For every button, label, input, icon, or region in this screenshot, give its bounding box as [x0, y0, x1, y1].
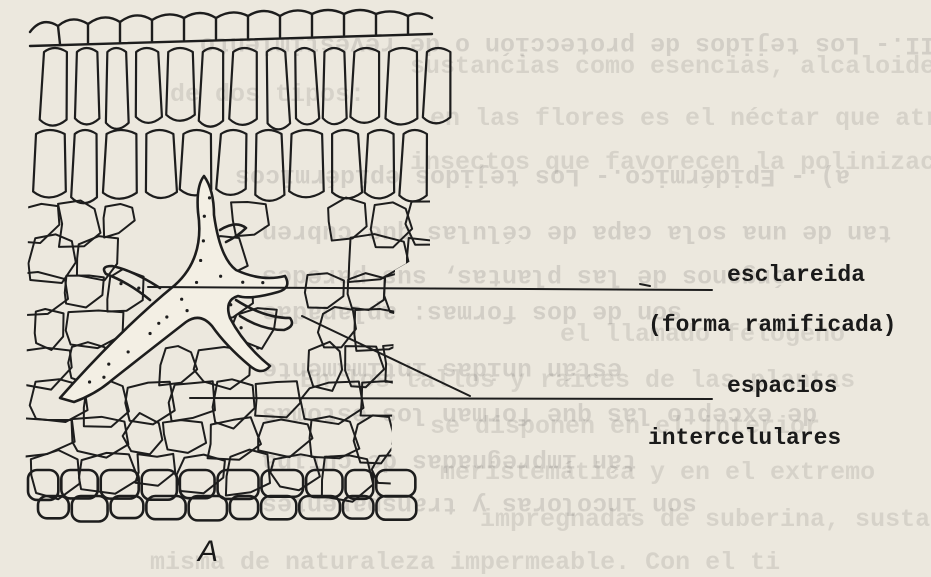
palisade-cell [146, 130, 177, 198]
palisade-cell [323, 48, 347, 124]
palisade-cell [399, 130, 427, 201]
sclereid-pit [199, 259, 202, 262]
lower-cell [101, 470, 139, 499]
sclereid-pit [102, 376, 105, 379]
palisade-cell [199, 48, 223, 127]
label-sclereid-form: (forma ramificada) [648, 312, 896, 338]
lower-cell [180, 470, 215, 498]
lower-cell [299, 496, 340, 519]
palisade-cell [332, 130, 362, 198]
parenchyma-cell [159, 346, 197, 385]
palisade-cell [40, 48, 67, 126]
lower-cell [72, 496, 108, 521]
sclereid-pit [261, 281, 264, 284]
palisade-cell [255, 130, 284, 201]
sclereid-pit [195, 281, 198, 284]
palisade-cell [166, 48, 195, 121]
sclereid-pit [127, 350, 130, 353]
parenchyma-cell [270, 454, 319, 490]
parenchyma-cell [231, 202, 269, 236]
palisade-cell [267, 48, 290, 129]
palisade-cell [106, 48, 129, 129]
parenchyma-cell [208, 417, 261, 459]
sclereid-pit [219, 275, 222, 278]
parenchyma-cell [169, 381, 215, 421]
parenchyma-cell [258, 419, 312, 457]
palisade-cell [136, 48, 162, 123]
parenchyma-cell [163, 420, 206, 453]
parenchyma-cell [255, 381, 300, 417]
figure-letter: A [198, 535, 218, 569]
parenchyma-cell [392, 417, 449, 466]
parenchyma-cell [426, 344, 467, 388]
sclereid-pit [229, 303, 232, 306]
sclereid-pit [185, 309, 188, 312]
parenchyma-cell [58, 201, 100, 247]
sclereid-pit [157, 322, 160, 325]
sclereid-pit [240, 326, 243, 329]
lower-cell [306, 470, 342, 497]
lower-cell [346, 470, 374, 499]
sclereid-pit [119, 282, 122, 285]
label-spaces: espacios [727, 373, 837, 399]
palisade-cell [33, 130, 66, 198]
palisade-cells [33, 48, 450, 203]
palisade-cell [229, 48, 257, 125]
parenchyma-cell [328, 198, 367, 241]
palisade-cell [103, 130, 137, 199]
lower-cell [189, 496, 227, 520]
sclereid-pit [208, 196, 211, 199]
palisade-cell [216, 130, 246, 195]
parenchyma-cell [31, 450, 80, 499]
parenchyma-cell [305, 273, 344, 308]
parenchyma-cell [348, 234, 408, 282]
palisade-cell [289, 130, 324, 197]
sclereid-pit [241, 281, 244, 284]
palisade-cell [423, 48, 451, 123]
palisade-cell [75, 48, 99, 124]
sclereid-pit [180, 298, 183, 301]
parenchyma-cell [17, 418, 75, 457]
parenchyma-cell [17, 348, 72, 390]
sclereid-pit [148, 332, 151, 335]
palisade-cell [350, 48, 379, 123]
lower-cell [261, 496, 296, 519]
sclereid-pit [107, 363, 110, 366]
epidermis-cells [30, 10, 432, 46]
sclereid-pit [256, 346, 259, 349]
sclereid-pit [202, 239, 205, 242]
parenchyma-cell [65, 276, 104, 308]
label-sclereid: esclareida [727, 262, 865, 288]
parenchyma-cell [79, 453, 138, 494]
sclereid-pit [165, 315, 168, 318]
sclereid-pit [203, 215, 206, 218]
label-spaces-intercellular: intercelulares [648, 425, 841, 451]
parenchyma-cell [71, 417, 128, 458]
parenchyma-cell [77, 236, 118, 280]
palisade-cell [365, 130, 395, 198]
sclereid-pit [137, 287, 140, 290]
palisade-cell [385, 48, 417, 124]
parenchyma-cell [104, 204, 135, 238]
palisade-cell [71, 130, 97, 203]
palisade-cell [295, 48, 319, 124]
lower-cell [376, 496, 416, 520]
parenchyma-cell [407, 311, 448, 349]
sclereid-pit [88, 380, 91, 383]
